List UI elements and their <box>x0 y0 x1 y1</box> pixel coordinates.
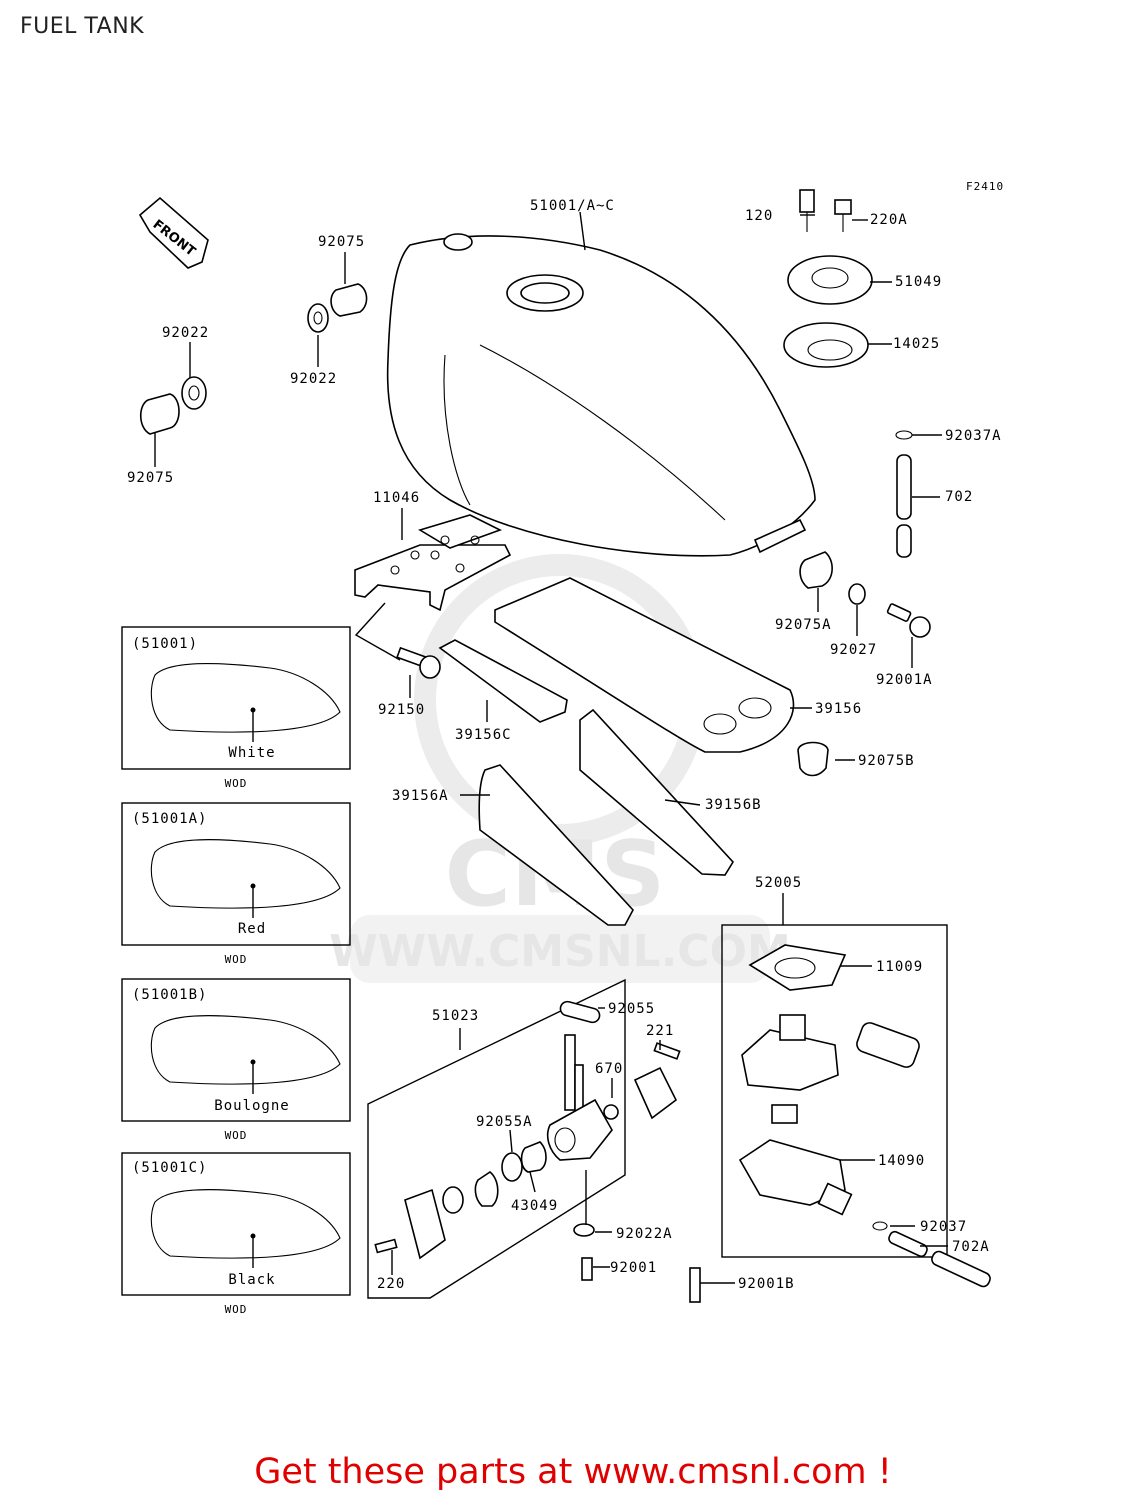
label-702A: 702A <box>952 1239 990 1255</box>
breather-hose <box>895 430 913 558</box>
label-92037: 92037 <box>920 1219 967 1235</box>
hose-702A <box>872 1221 991 1288</box>
variant-color: White <box>228 745 275 761</box>
variant-note: WOD <box>225 777 248 790</box>
label-39156: 39156 <box>815 701 862 717</box>
label-92001B: 92001B <box>738 1276 795 1292</box>
variant-color: Black <box>228 1272 275 1288</box>
label-92075B: 92075B <box>858 753 915 769</box>
variant-note: WOD <box>225 1129 248 1142</box>
tank-bracket <box>354 514 512 612</box>
label-51049: 51049 <box>895 274 942 290</box>
label-670: 670 <box>595 1061 623 1077</box>
label-92022A: 92022A <box>616 1226 673 1242</box>
label-92055: 92055 <box>608 1001 655 1017</box>
variant-note: WOD <box>225 1303 248 1316</box>
label-92001A: 92001A <box>876 672 933 688</box>
variant-code: (51001) <box>132 636 198 652</box>
label-92075-left: 92075 <box>127 470 174 486</box>
rubber-pads <box>438 577 795 926</box>
label-92022-left: 92022 <box>162 325 209 341</box>
variant-note: WOD <box>225 953 248 966</box>
label-11009: 11009 <box>876 959 923 975</box>
fuel-cock-assembly <box>367 978 701 1303</box>
label-14090: 14090 <box>878 1153 925 1169</box>
page-title: FUEL TANK <box>20 14 145 39</box>
fuel-cap <box>783 189 873 368</box>
figure-code: F2410 <box>966 180 1004 193</box>
variant-code: (51001A) <box>132 811 207 827</box>
variant-code: (51001C) <box>132 1160 207 1176</box>
label-221: 221 <box>646 1023 674 1039</box>
color-variant-3: (51001B) Boulogne WOD <box>121 978 351 1142</box>
label-51023: 51023 <box>432 1008 479 1024</box>
label-43049: 43049 <box>511 1198 558 1214</box>
sensor-assembly <box>721 924 948 1258</box>
leader-lines <box>154 211 948 1284</box>
front-arrow-icon: FRONT <box>138 196 209 269</box>
label-702: 702 <box>945 489 973 505</box>
label-92037A: 92037A <box>945 428 1002 444</box>
fuel-tank <box>386 233 816 557</box>
label-92027: 92027 <box>830 642 877 658</box>
label-220: 220 <box>377 1276 405 1292</box>
label-39156B: 39156B <box>705 797 762 813</box>
label-92001: 92001 <box>610 1260 657 1276</box>
label-39156A: 39156A <box>392 788 449 804</box>
color-variant-2: (51001A) Red WOD <box>121 802 351 966</box>
label-39156C: 39156C <box>455 727 512 743</box>
footer-promo-text: Get these parts at www.cmsnl.com ! <box>254 1452 892 1492</box>
color-variant-1: (51001) White WOD <box>121 626 351 790</box>
variant-color: Red <box>238 921 266 937</box>
bolt-92150 <box>396 646 441 679</box>
label-11046: 11046 <box>373 490 420 506</box>
watermark-url: WWW.CMSNL.COM <box>329 926 791 977</box>
label-51001: 51001/A~C <box>530 198 615 214</box>
label-92055A: 92055A <box>476 1114 533 1130</box>
label-220A: 220A <box>870 212 908 228</box>
part-labels: 51001/A~C 120 220A 51049 14025 92037A 70… <box>127 198 1002 1292</box>
color-variant-4: (51001C) Black WOD <box>121 1152 351 1316</box>
label-92150: 92150 <box>378 702 425 718</box>
rubber-parts-top <box>139 283 368 435</box>
label-92022-top: 92022 <box>290 371 337 387</box>
label-120: 120 <box>745 208 773 224</box>
label-52005: 52005 <box>755 875 802 891</box>
label-14025: 14025 <box>893 336 940 352</box>
label-92075A: 92075A <box>775 617 832 633</box>
variant-code: (51001B) <box>132 987 207 1003</box>
variant-color: Boulogne <box>214 1098 289 1114</box>
label-92075-top: 92075 <box>318 234 365 250</box>
damper-parts <box>797 551 931 777</box>
